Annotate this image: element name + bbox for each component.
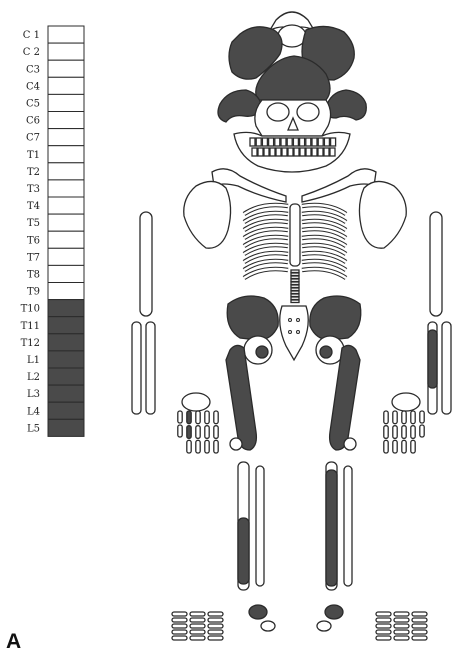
vertebral-level-cell (48, 317, 84, 334)
vertebral-level-label: T8 (27, 269, 40, 280)
vertebral-level-cell (48, 214, 84, 231)
vertebral-level-cell (48, 334, 84, 351)
vertebral-level-cell (48, 26, 84, 43)
vertebral-level-cell (48, 283, 84, 300)
vertebral-level-label: T7 (27, 252, 40, 263)
feet (172, 605, 427, 640)
left-scapula (184, 181, 231, 248)
rib-cage (244, 204, 346, 303)
vertebral-level-label: T5 (27, 218, 40, 229)
vertebral-level-cell (48, 368, 84, 385)
vertebral-level-label: L4 (27, 406, 40, 417)
vertebral-level-cell (48, 231, 84, 248)
vertebral-level-cell (48, 129, 84, 146)
right-radius-affected-segment (428, 330, 437, 388)
vertebral-level-cell (48, 163, 84, 180)
right-patella (344, 438, 356, 450)
vertebral-level-cell (48, 197, 84, 214)
vertebral-level-cell (48, 265, 84, 282)
vertebral-level-cell (48, 146, 84, 163)
vertebral-level-cell (48, 351, 84, 368)
vertebral-level-label: C6 (26, 116, 40, 127)
right-talus (325, 605, 343, 619)
left-leg (226, 345, 264, 590)
vertebral-level-cell (48, 180, 84, 197)
vertebral-level-label: C5 (26, 98, 40, 109)
right-scapula (359, 181, 406, 248)
skull (218, 12, 366, 172)
vertebral-level-label: T9 (27, 287, 40, 298)
vertebral-level-cell (48, 112, 84, 129)
right-ilium (310, 296, 361, 340)
left-ilium (227, 296, 278, 340)
left-patella (230, 438, 242, 450)
vertebral-level-label: C7 (26, 133, 40, 144)
right-ribs (302, 205, 346, 278)
vertebral-level-cell (48, 77, 84, 94)
vertebral-level-label: C 2 (23, 47, 40, 58)
sternum (290, 204, 300, 266)
left-tibia-affected-segment (238, 518, 249, 584)
right-hand (384, 393, 424, 453)
left-radius (146, 322, 155, 414)
panel-label: A (6, 630, 21, 653)
vertebral-level-label: T6 (27, 235, 40, 246)
vertebral-level-label: L3 (27, 389, 40, 400)
left-hand (178, 393, 218, 453)
vertebral-level-chart: C 1 C 2 C3C4C5C6C7T1T2T3T4T5T6T7T8T9T10T11… (21, 26, 84, 436)
left-foot (172, 612, 223, 640)
skull-left-orbit (267, 103, 289, 121)
vertebral-level-cell (48, 419, 84, 436)
left-talus (249, 605, 267, 619)
right-tibia-affected-segment (326, 470, 337, 586)
right-fibula (344, 466, 352, 586)
sacrum (280, 306, 309, 360)
right-foot (376, 612, 427, 640)
right-humerus (430, 212, 442, 316)
vertebral-level-label: C4 (26, 81, 40, 92)
vertebral-level-label: T4 (27, 201, 40, 212)
right-ulna (442, 322, 451, 414)
vertebral-level-cell (48, 43, 84, 60)
vertebral-level-cell (48, 248, 84, 265)
right-arm (428, 212, 451, 414)
vertebral-level-label: L1 (27, 355, 40, 366)
skull-right-orbit (297, 103, 319, 121)
vertebral-level-cell (48, 385, 84, 402)
vertebral-level-label: C3 (26, 64, 40, 75)
right-leg (326, 345, 360, 590)
skull-right-temporal (326, 90, 367, 120)
vertebral-level-label: L2 (27, 372, 40, 383)
left-humerus (140, 212, 152, 316)
vertebral-level-label: C 1 (23, 30, 40, 41)
vertebral-level-cell (48, 60, 84, 77)
vertebral-level-cell (48, 300, 84, 317)
vertebral-level-label: L5 (27, 423, 40, 434)
vertebral-level-label: T11 (21, 321, 40, 332)
vertebral-level-label: T2 (27, 167, 40, 178)
vertebral-level-label: T1 (27, 150, 40, 161)
vertebral-level-label: T10 (21, 304, 40, 315)
vertebral-level-cell (48, 402, 84, 419)
vertebral-level-label: T3 (27, 184, 40, 195)
vertebral-level-cell (48, 94, 84, 111)
left-fibula (256, 466, 264, 586)
left-ulna (132, 322, 141, 414)
vertebral-level-label: T12 (21, 338, 40, 349)
left-arm (132, 212, 155, 414)
